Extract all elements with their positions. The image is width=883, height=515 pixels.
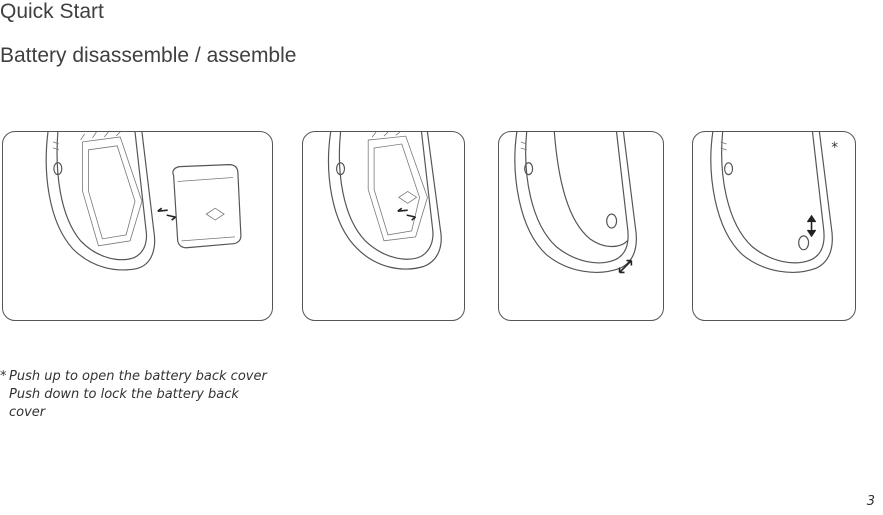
phone-cover-closing-icon [514,132,637,274]
note-marker: * [0,369,7,384]
phone-cover-removed-icon [45,132,242,271]
page-number: 3 [866,494,875,509]
page-title: Quick Start [0,0,104,23]
instruction-note: *Push up to open the battery back cover … [0,368,290,422]
phone-cover-sliding-icon [327,132,442,270]
step-2-panel [302,131,465,321]
note-line-3: cover [9,405,46,420]
phone-cover-locked-icon: * [710,132,838,273]
step-3-panel [498,131,664,321]
asterisk-marker: * [831,140,838,156]
section-subtitle: Battery disassemble / assemble [0,44,297,67]
step-1-panel [2,131,273,321]
note-line-1: Push up to open the battery back cover [9,369,267,384]
step-4-panel: * [692,131,856,321]
note-line-2: Push down to lock the battery back [9,387,239,402]
